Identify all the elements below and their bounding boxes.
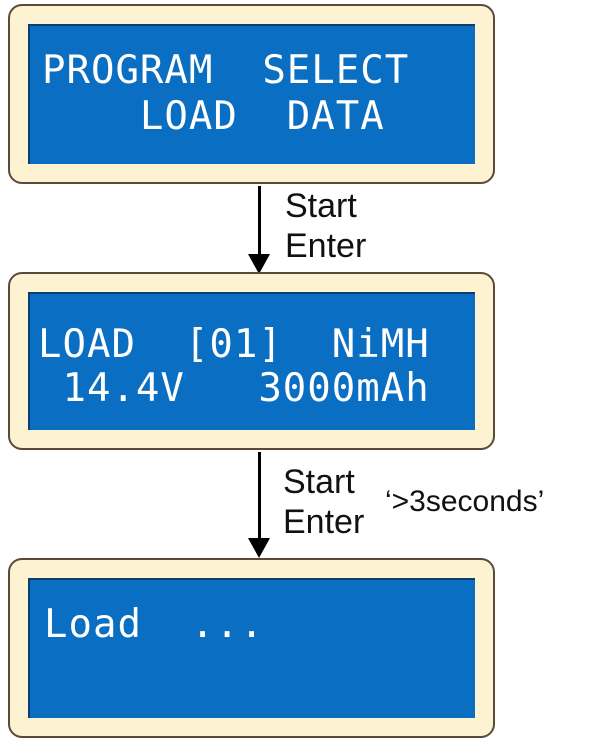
flow-arrow-line	[258, 452, 261, 540]
arrow-down-icon	[248, 254, 270, 274]
lcd-screen: Load ...	[28, 578, 475, 718]
step-label-enter: Enter	[283, 503, 365, 541]
lcd-screen: LOAD [01] NiMH 14.4V 3000mAh	[28, 292, 475, 430]
lcd-line-2: 14.4V 3000mAh	[38, 366, 430, 411]
lcd-panel-loading: Load ...	[8, 558, 495, 738]
arrow-down-icon	[248, 538, 270, 558]
lcd-panel-load-slot: LOAD [01] NiMH 14.4V 3000mAh	[8, 272, 495, 450]
lcd-line-1: PROGRAM SELECT	[42, 48, 410, 93]
lcd-line-1: LOAD [01] NiMH	[38, 322, 430, 367]
lcd-line-2: LOAD DATA	[42, 94, 385, 139]
step-label-start: Start	[285, 187, 357, 225]
step-label-enter: Enter	[285, 227, 367, 265]
lcd-panel-program-select: PROGRAM SELECT LOAD DATA	[8, 4, 495, 184]
lcd-line-1: Load ...	[44, 602, 265, 647]
lcd-screen: PROGRAM SELECT LOAD DATA	[28, 24, 475, 164]
step-label-start: Start	[283, 463, 355, 501]
flow-arrow-line	[258, 186, 261, 256]
step-note-hold-duration: ‘>3seconds’	[385, 485, 545, 518]
